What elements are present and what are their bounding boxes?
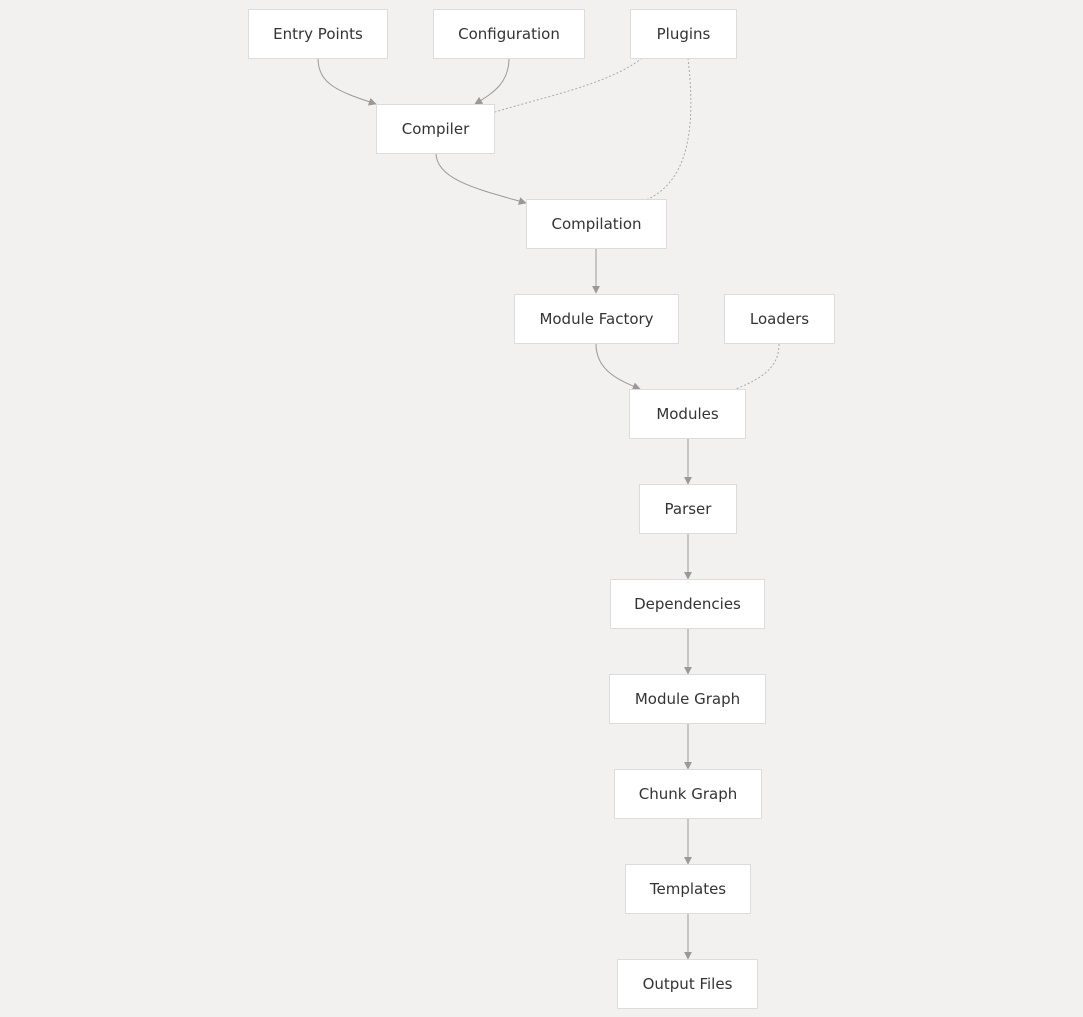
edge-loaders-to-modules	[735, 343, 780, 390]
edge-plugins-to-compilation	[645, 57, 692, 201]
node-templates: Templates	[625, 864, 751, 914]
node-configuration: Configuration	[433, 9, 585, 59]
edge-compiler-to-compilation	[435, 152, 527, 205]
node-module-graph: Module Graph	[609, 674, 766, 724]
node-modules: Modules	[629, 389, 746, 439]
edge-plugins-to-compiler	[494, 57, 643, 113]
node-plugins: Plugins	[630, 9, 737, 59]
node-compiler: Compiler	[376, 104, 495, 154]
edge-entry-points-to-compiler	[317, 57, 377, 106]
node-output-files: Output Files	[617, 959, 758, 1009]
edge-module-factory-to-modules	[595, 343, 641, 390]
node-compilation: Compilation	[526, 199, 667, 249]
node-chunk-graph: Chunk Graph	[614, 769, 762, 819]
node-parser: Parser	[639, 484, 737, 534]
node-entry-points: Entry Points	[248, 9, 388, 59]
edge-configuration-to-compiler	[474, 57, 510, 105]
node-module-factory: Module Factory	[514, 294, 679, 344]
node-loaders: Loaders	[724, 294, 835, 344]
node-dependencies: Dependencies	[610, 579, 765, 629]
